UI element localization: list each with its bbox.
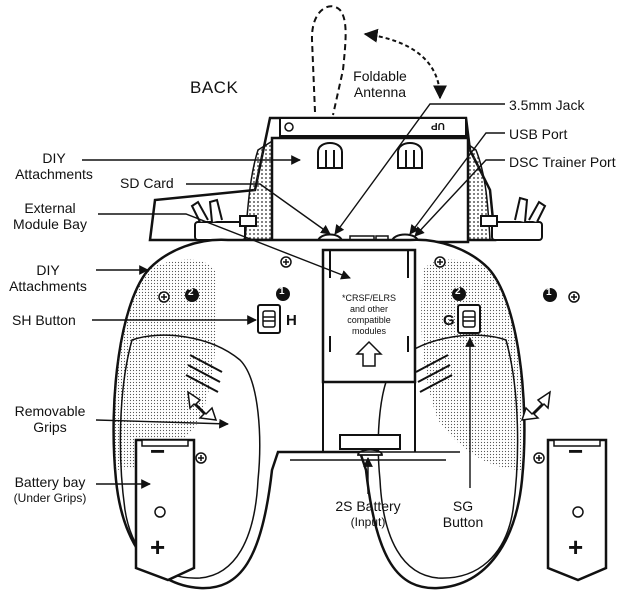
badge-1-left: 1 <box>279 286 285 297</box>
left-grip-stipple <box>113 259 217 470</box>
leader-usb <box>409 132 505 235</box>
label-dsc-trainer-port: DSC Trainer Port <box>509 154 616 170</box>
view-title: BACK <box>190 78 239 97</box>
up-marker: UP <box>431 120 445 131</box>
slide-up-arrow-icon <box>355 340 383 367</box>
left-bay-screw <box>154 506 166 518</box>
right-grip-stipple <box>421 259 525 470</box>
badge-2-right: 2 <box>455 286 461 297</box>
label-battery-bay: Battery bay (Under Grips) <box>13 474 87 505</box>
label-sg-button: SG Button <box>442 498 484 530</box>
leader-grips <box>95 418 229 429</box>
leader-sd <box>186 183 331 235</box>
left-bay-plus: + <box>150 532 166 562</box>
label-foldable-antenna: Foldable Antenna <box>353 68 407 100</box>
badge-1-right-circle <box>543 288 557 302</box>
right-bay-plus: + <box>568 532 584 562</box>
label-usb-port: USB Port <box>509 126 568 142</box>
leader-jack <box>334 103 505 235</box>
badge-1-right: 1 <box>546 287 552 298</box>
right-bay-screw <box>572 506 584 518</box>
screw-icons <box>158 256 580 464</box>
left-switches <box>190 198 257 241</box>
top-strip <box>279 117 467 137</box>
antenna-mount-hole <box>284 122 294 132</box>
right-switches <box>480 196 547 241</box>
module-slide-rails <box>329 250 409 352</box>
diy-slot-right <box>397 142 423 169</box>
diy-slot-left <box>317 142 343 169</box>
label-sd-card: SD Card <box>120 175 174 191</box>
right-grip-arrow-icon <box>520 390 551 421</box>
module-compat-note: *CRSF/ELRS and other compatible modules <box>341 293 396 336</box>
left-bay-minus: − <box>150 436 166 466</box>
sg-button-letter: G <box>443 312 455 329</box>
leader-module-bay <box>98 213 351 280</box>
battery-2s-connector <box>339 434 401 450</box>
right-bay-minus: − <box>568 436 584 466</box>
sh-button-letter: H <box>286 312 297 329</box>
label-removable-grips: Removable Grips <box>14 403 86 435</box>
antenna-fold-arrow <box>363 28 447 100</box>
label-diy-attachments-side: DIY Attachments <box>9 262 87 294</box>
left-removable-grip <box>119 334 261 579</box>
module-bay-window <box>270 136 470 244</box>
badge-2-left-circle <box>185 288 199 302</box>
label-sh-button: SH Button <box>12 312 76 328</box>
right-grip-vent <box>415 354 453 393</box>
label-external-module-bay: External Module Bay <box>13 200 87 232</box>
antenna-outline <box>310 5 347 116</box>
left-grip-arrow-icon <box>187 390 218 421</box>
leader-trainer <box>414 159 505 237</box>
badge-2-right-circle <box>452 287 466 301</box>
label-2s-battery: 2S Battery (Input) <box>335 498 401 529</box>
badge-2-left: 2 <box>188 287 194 298</box>
label-diy-attachments-top: DIY Attachments <box>15 150 93 182</box>
badge-1-left-circle <box>276 287 290 301</box>
label-35mm-jack: 3.5mm Jack <box>509 97 585 113</box>
left-grip-vent <box>185 354 223 393</box>
center-lower-channel <box>322 382 416 452</box>
